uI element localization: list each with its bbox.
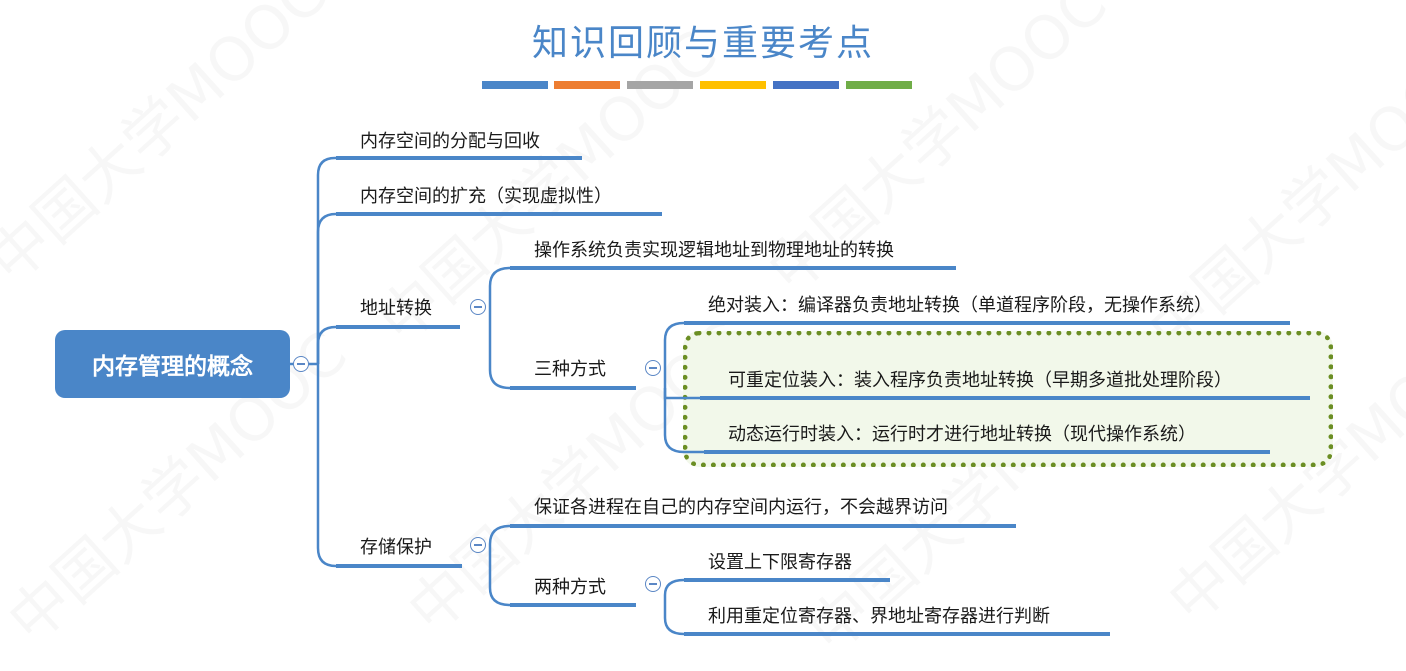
color-strip-segment: [554, 81, 620, 89]
page-title: 知识回顾与重要考点: [531, 23, 874, 64]
node-storage-protection[interactable]: 存储保护: [360, 537, 432, 558]
node-dynamic-load[interactable]: 动态运行时装入：运行时才进行地址转换（现代操作系统）: [728, 424, 1196, 445]
node-address-desc[interactable]: 操作系统负责实现逻辑地址到物理地址的转换: [534, 240, 894, 261]
node-protection-desc[interactable]: 保证各进程在自己的内存空间内运行，不会越界访问: [534, 497, 948, 518]
node-underline: [510, 266, 956, 270]
node-alloc[interactable]: 内存空间的分配与回收: [360, 131, 540, 152]
node-underline: [684, 321, 1290, 325]
node-address-translation[interactable]: 地址转换: [360, 298, 432, 319]
collapse-toggle-icon[interactable]: [645, 360, 661, 376]
root-node[interactable]: 内存管理的概念: [55, 330, 290, 398]
node-underline: [700, 396, 1310, 400]
node-underline: [684, 578, 890, 582]
node-underline: [336, 325, 460, 329]
node-underline: [704, 450, 1270, 454]
collapse-toggle-icon[interactable]: [470, 537, 486, 553]
collapse-toggle-icon[interactable]: [470, 299, 486, 315]
node-underline: [336, 212, 662, 216]
collapse-toggle-icon[interactable]: [645, 576, 661, 592]
node-underline: [510, 603, 636, 607]
node-underline: [510, 524, 1016, 528]
node-relocation-register[interactable]: 利用重定位寄存器、界地址寄存器进行判断: [708, 606, 1050, 627]
node-underline: [336, 564, 462, 568]
color-strip-segment: [627, 81, 693, 89]
color-strip-segment: [846, 81, 912, 89]
node-relocatable-load[interactable]: 可重定位装入：装入程序负责地址转换（早期多道批处理阶段）: [728, 370, 1232, 391]
node-underline: [336, 156, 582, 160]
node-underline: [510, 386, 636, 390]
node-absolute-load[interactable]: 绝对装入：编译器负责地址转换（单道程序阶段，无操作系统）: [708, 295, 1212, 316]
color-strip-segment: [700, 81, 766, 89]
color-strip-segment: [482, 81, 548, 89]
node-expand[interactable]: 内存空间的扩充（实现虚拟性）: [360, 186, 612, 207]
node-bounds-register[interactable]: 设置上下限寄存器: [708, 552, 852, 573]
node-three-methods[interactable]: 三种方式: [534, 359, 606, 380]
node-two-methods[interactable]: 两种方式: [534, 577, 606, 598]
collapse-toggle-icon[interactable]: [293, 356, 309, 372]
node-underline: [684, 632, 1110, 636]
color-strip-segment: [773, 81, 839, 89]
